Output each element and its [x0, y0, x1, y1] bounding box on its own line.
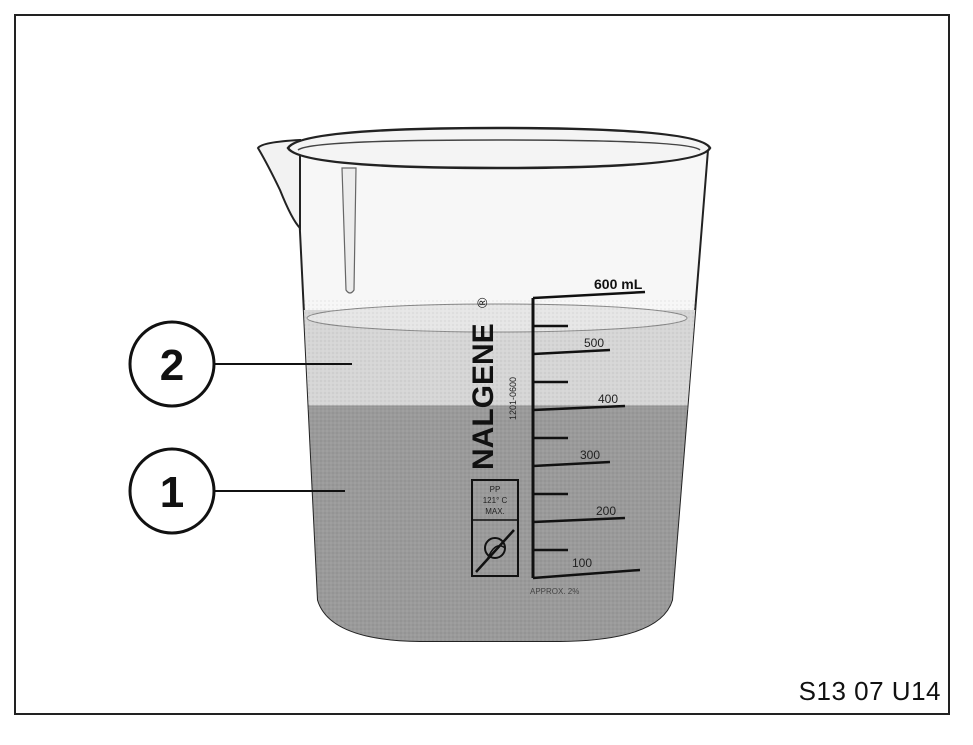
- beaker-spout: [256, 138, 301, 231]
- callout-1-label: 1: [160, 468, 184, 517]
- scale-label-600: 600 mL: [594, 276, 643, 292]
- recycle-icon: [475, 529, 515, 573]
- brand-label: NALGENE: [467, 323, 500, 470]
- measurement-scale: [531, 290, 646, 580]
- scale-label-100: 100: [572, 556, 592, 570]
- scale-label-400: 400: [598, 392, 618, 406]
- material-line-1: PP: [490, 485, 501, 494]
- material-box: PP 121° C MAX.: [471, 479, 519, 577]
- callout-2-label: 2: [160, 341, 184, 390]
- catalog-number: 1201-0600: [508, 377, 518, 420]
- figure-code: S13 07 U14: [798, 676, 941, 706]
- brand-registered-mark: ®: [474, 297, 490, 308]
- approx-label: APPROX. 2%: [530, 587, 579, 596]
- scale-label-200: 200: [596, 504, 616, 518]
- figure-frame: [14, 14, 950, 715]
- beaker-rim: [286, 126, 712, 170]
- material-line-3: MAX.: [485, 507, 505, 516]
- scale-label-500: 500: [584, 336, 604, 350]
- material-line-2: 121° C: [483, 496, 508, 505]
- scale-label-300: 300: [580, 448, 600, 462]
- callout-1: 1: [128, 447, 345, 535]
- callout-2: 2: [128, 320, 352, 408]
